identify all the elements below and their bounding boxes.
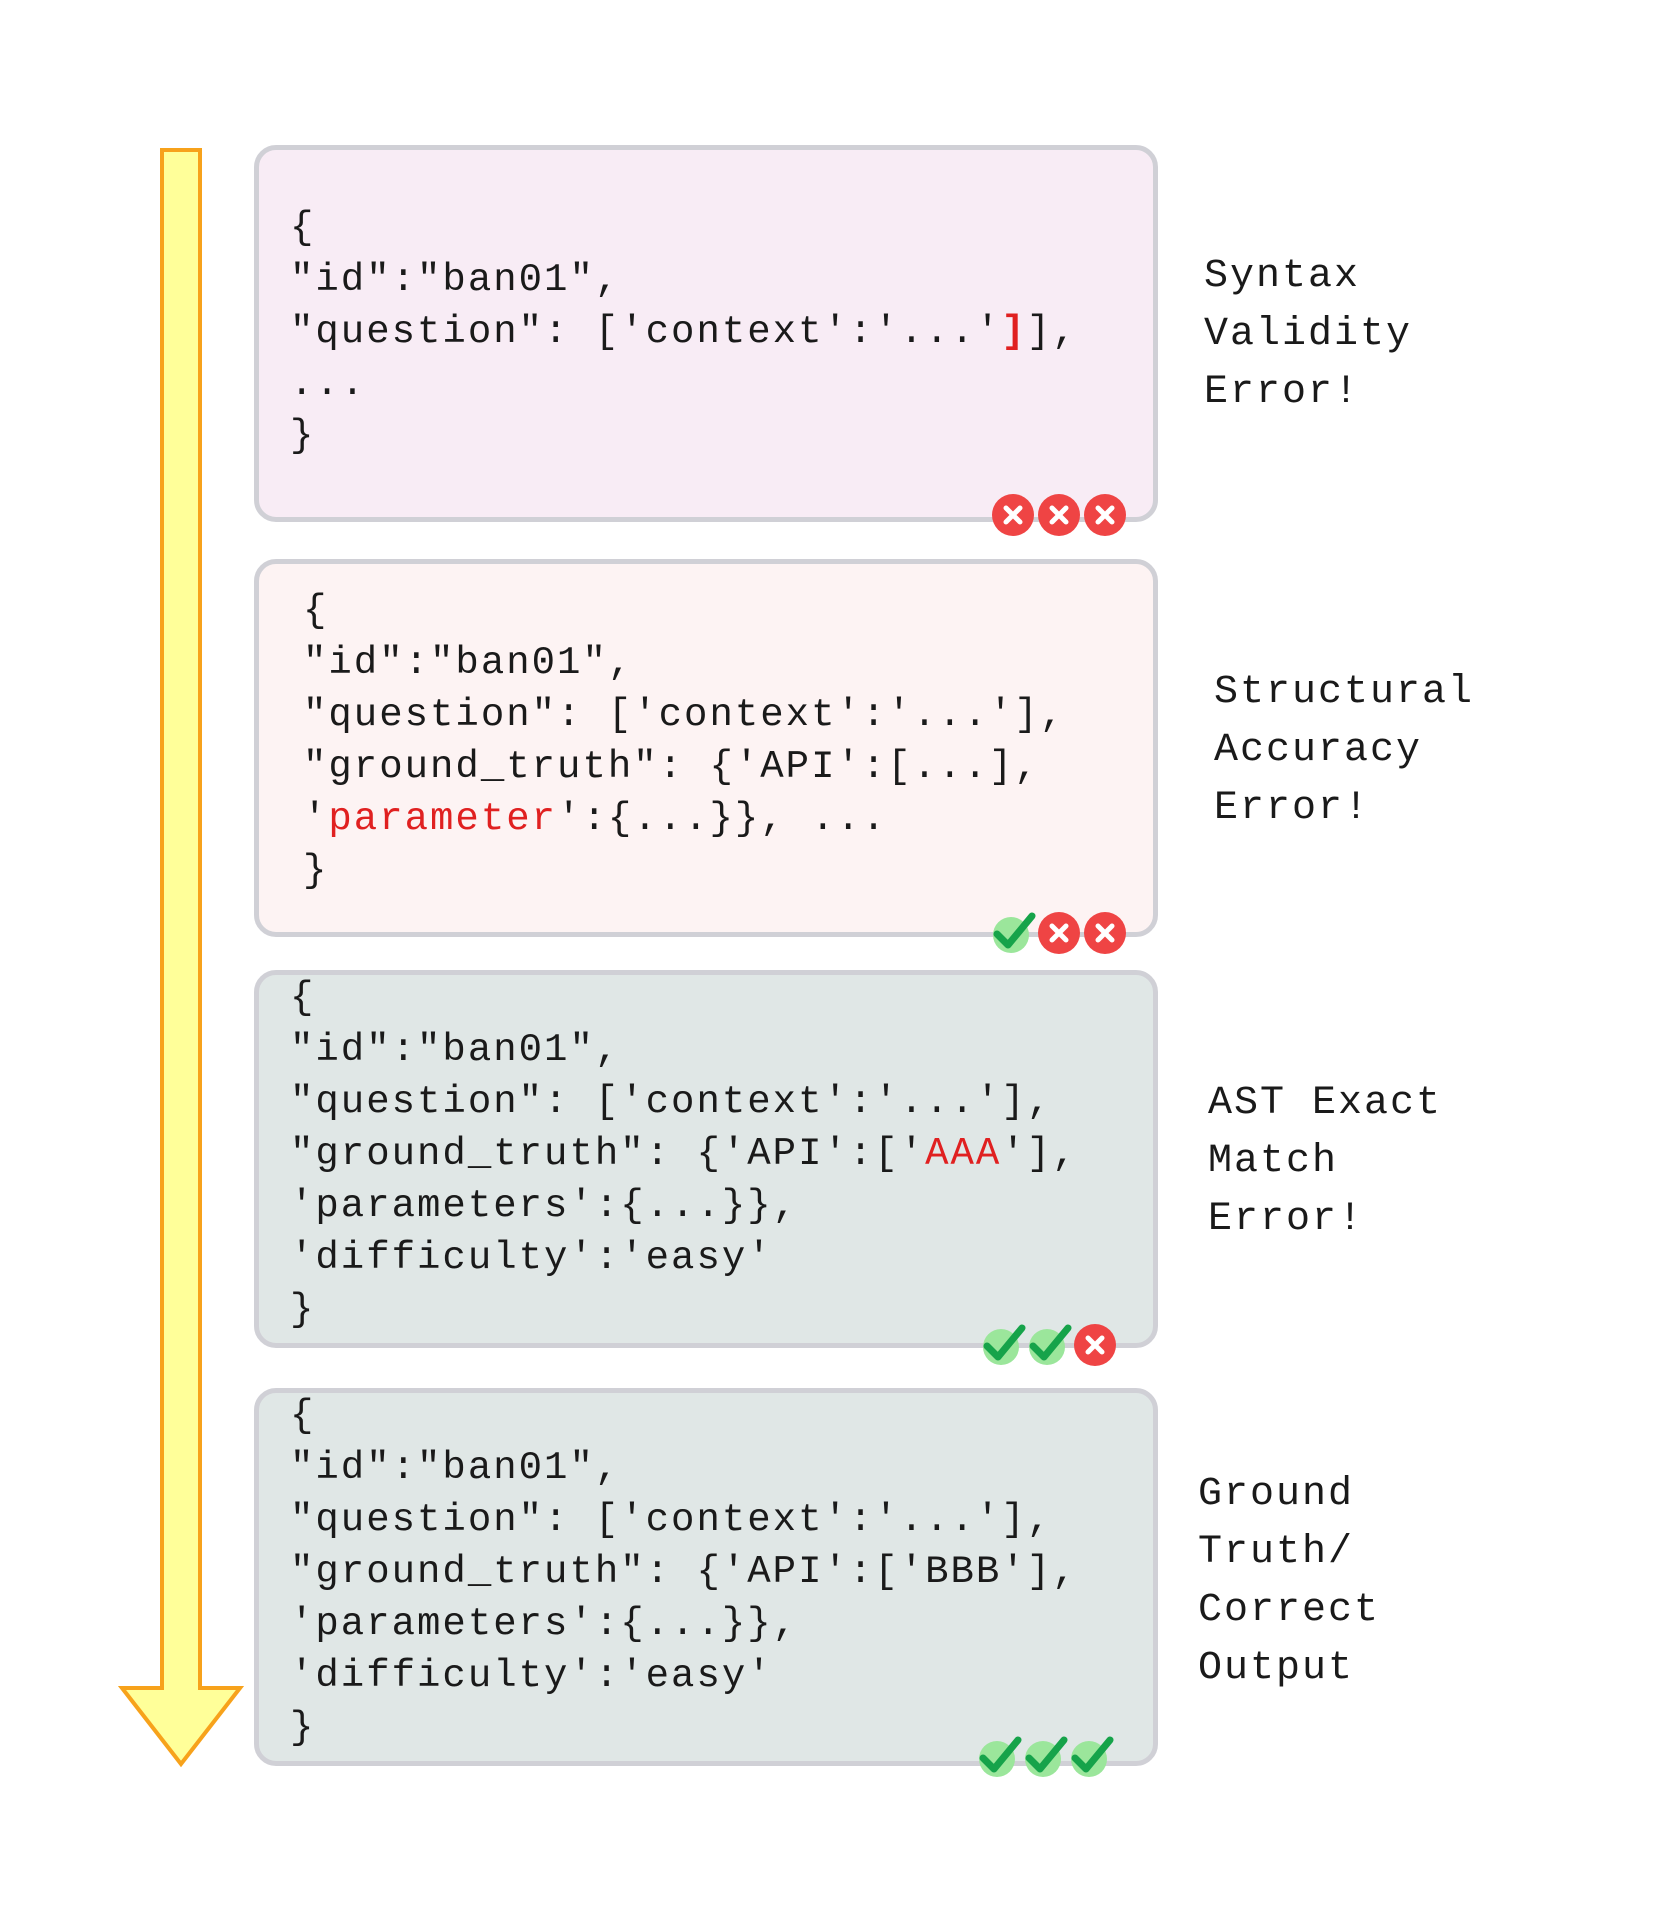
check-icon [1029,1324,1072,1365]
label-line: Match [1208,1139,1339,1184]
code-text: "ground_truth": {'API':[...], [303,745,1040,789]
code-line: "question": ['context':'...'], [290,1076,1078,1128]
code-line: 'difficulty':'easy' [290,1650,1078,1702]
code-line: } [290,410,1078,462]
code-line: ... [290,358,1078,410]
code-text: ':{...}}, ... [557,797,888,841]
code-line: } [303,845,1065,897]
code-text: ' [303,797,329,841]
code-line: "id":"ban01", [290,1024,1078,1076]
code-line: "question": ['context':'...'], [303,689,1065,741]
code-block-ground-truth: { "id":"ban01", "question": ['context':'..… [290,1390,1078,1754]
code-line: 'parameters':{...}}, [290,1598,1078,1650]
label-line: Correct [1198,1588,1381,1633]
code-line: 'difficulty':'easy' [290,1232,1078,1284]
code-line: { [290,1390,1078,1442]
code-text: { [303,589,329,633]
code-text: "question": ['context':'...'], [303,693,1066,737]
code-text: { [290,1394,316,1438]
ast-error-panel [254,970,1158,1348]
check-icon [983,1324,1026,1365]
code-text: ... [290,362,367,406]
cross-icon [992,494,1034,536]
check-icon [993,912,1036,953]
badges-syntax [990,492,1128,538]
code-text: "question": ['context':'...' [290,310,1002,354]
label-line: Error! [1214,786,1371,831]
code-line: "ground_truth": {'API':[...], [303,741,1065,793]
code-text: 'parameters':{...}}, [290,1184,799,1228]
cross-icon [1038,494,1080,536]
code-line: { [290,972,1078,1024]
code-text: 'parameters':{...}}, [290,1602,799,1646]
badges-ast [980,1322,1118,1368]
label-line: Structural [1214,670,1475,715]
code-text: ], [1026,310,1078,354]
cross-icon [1084,494,1126,536]
check-icon [1071,1736,1114,1777]
code-block-structural: { "id":"ban01", "question": ['context':'..… [303,585,1065,897]
label-line: Output [1198,1646,1355,1691]
highlighted-token: AAA [925,1132,1002,1176]
code-block-ast: { "id":"ban01", "question": ['context':'..… [290,972,1078,1336]
code-line: "id":"ban01", [290,1442,1078,1494]
code-text: "id":"ban01", [303,641,634,685]
highlighted-token: ] [1001,310,1027,354]
structural-error-panel [254,559,1158,937]
highlighted-token: parameter [328,797,558,841]
cross-icon [1038,912,1080,954]
code-text: "question": ['context':'...'], [290,1080,1053,1124]
code-line: { [290,202,1078,254]
code-line: 'parameters':{...}}, [290,1180,1078,1232]
code-text: "id":"ban01", [290,1446,621,1490]
code-text: '], [1001,1132,1078,1176]
code-line: { [303,585,1065,637]
code-line: "id":"ban01", [303,637,1065,689]
code-text: 'difficulty':'easy' [290,1236,773,1280]
code-line: "question": ['context':'...']], [290,306,1078,358]
code-text: "id":"ban01", [290,1028,621,1072]
code-line: } [290,1702,1078,1754]
code-text: } [290,1706,316,1750]
cross-icon [1084,912,1126,954]
badges-ground-truth [976,1734,1114,1780]
code-text: } [290,1288,316,1332]
label-line: Validity [1204,312,1413,357]
code-text: { [290,206,316,250]
code-text: } [290,414,316,458]
code-line: } [290,1284,1078,1336]
check-icon [979,1736,1022,1777]
code-text: } [303,849,329,893]
code-text: "ground_truth": {'API':['BBB'], [290,1550,1078,1594]
code-line: "ground_truth": {'API':['AAA'], [290,1128,1078,1180]
code-block-syntax: {"id":"ban01","question": ['context':'..… [290,202,1078,462]
syntax-error-panel [254,145,1158,522]
badges-structural [990,910,1128,956]
label-line: AST Exact [1208,1081,1443,1126]
label-line: Ground [1198,1472,1355,1517]
ground-truth-panel [254,1388,1158,1766]
code-text: "id":"ban01", [290,258,621,302]
code-line: "question": ['context':'...'], [290,1494,1078,1546]
code-line: "ground_truth": {'API':['BBB'], [290,1546,1078,1598]
code-line: "id":"ban01", [290,254,1078,306]
label-line: Syntax [1204,254,1361,299]
progression-arrow [118,148,244,1768]
code-text: "ground_truth": {'API':[' [290,1132,926,1176]
label-line: Accuracy [1214,728,1423,773]
label-line: Truth/ [1198,1530,1355,1575]
check-icon [1025,1736,1068,1777]
code-text: 'difficulty':'easy' [290,1654,773,1698]
label-line: Error! [1204,370,1361,415]
code-text: { [290,976,316,1020]
cross-icon [1074,1324,1116,1366]
label-line: Error! [1208,1197,1365,1242]
code-text: "question": ['context':'...'], [290,1498,1053,1542]
code-line: 'parameter':{...}}, ... [303,793,1065,845]
